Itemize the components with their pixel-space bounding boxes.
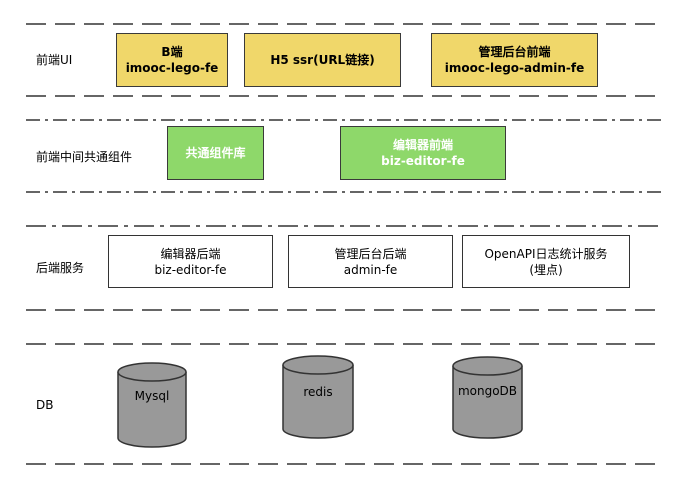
box-line: 编辑器后端 [160,246,221,261]
box-line: 管理后台后端 [334,246,407,261]
db-label: Mysql [134,389,170,403]
box-admin-backend: 管理后台后端 admin-fe [288,235,453,288]
box-line: OpenAPI日志统计服务 [484,246,608,261]
box-editor-frontend: 编辑器前端 biz-editor-fe [340,126,506,180]
layer-label-common-components: 前端中间共通组件 [36,150,133,164]
db-cylinder-mongodb: mongoDB [452,356,523,439]
cylinder-icon [452,356,523,439]
box-line: biz-editor-fe [381,154,465,168]
box-h5-ssr: H5 ssr(URL链接) [244,33,401,87]
box-b-end: B端 imooc-lego-fe [116,33,228,87]
db-label: mongoDB [457,384,518,398]
box-line: 编辑器前端 [392,138,453,152]
box-common-component-lib: 共通组件库 [167,126,264,180]
box-editor-backend: 编辑器后端 biz-editor-fe [108,235,273,288]
box-line: biz-editor-fe [154,262,227,277]
box-openapi-log-service: OpenAPI日志统计服务 (埋点) [462,235,630,288]
db-cylinder-mysql: Mysql [117,362,187,448]
cylinder-icon [117,362,187,448]
cylinder-icon [282,355,354,439]
box-line: 管理后台前端 [478,45,551,59]
db-cylinder-redis: redis [282,355,354,439]
box-line: B端 [161,45,183,59]
layer-label-db: DB [36,398,54,412]
box-line: imooc-lego-fe [125,61,219,75]
box-line: (埋点) [529,262,563,277]
layer-label-backend-services: 后端服务 [36,261,85,275]
box-line: H5 ssr(URL链接) [270,53,375,67]
db-label: redis [303,385,333,399]
layer-label-frontend-ui: 前端UI [36,53,73,67]
box-line: admin-fe [343,262,398,277]
box-admin-frontend: 管理后台前端 imooc-lego-admin-fe [431,33,598,87]
box-line: imooc-lego-admin-fe [444,61,585,75]
box-line: 共通组件库 [185,146,246,160]
